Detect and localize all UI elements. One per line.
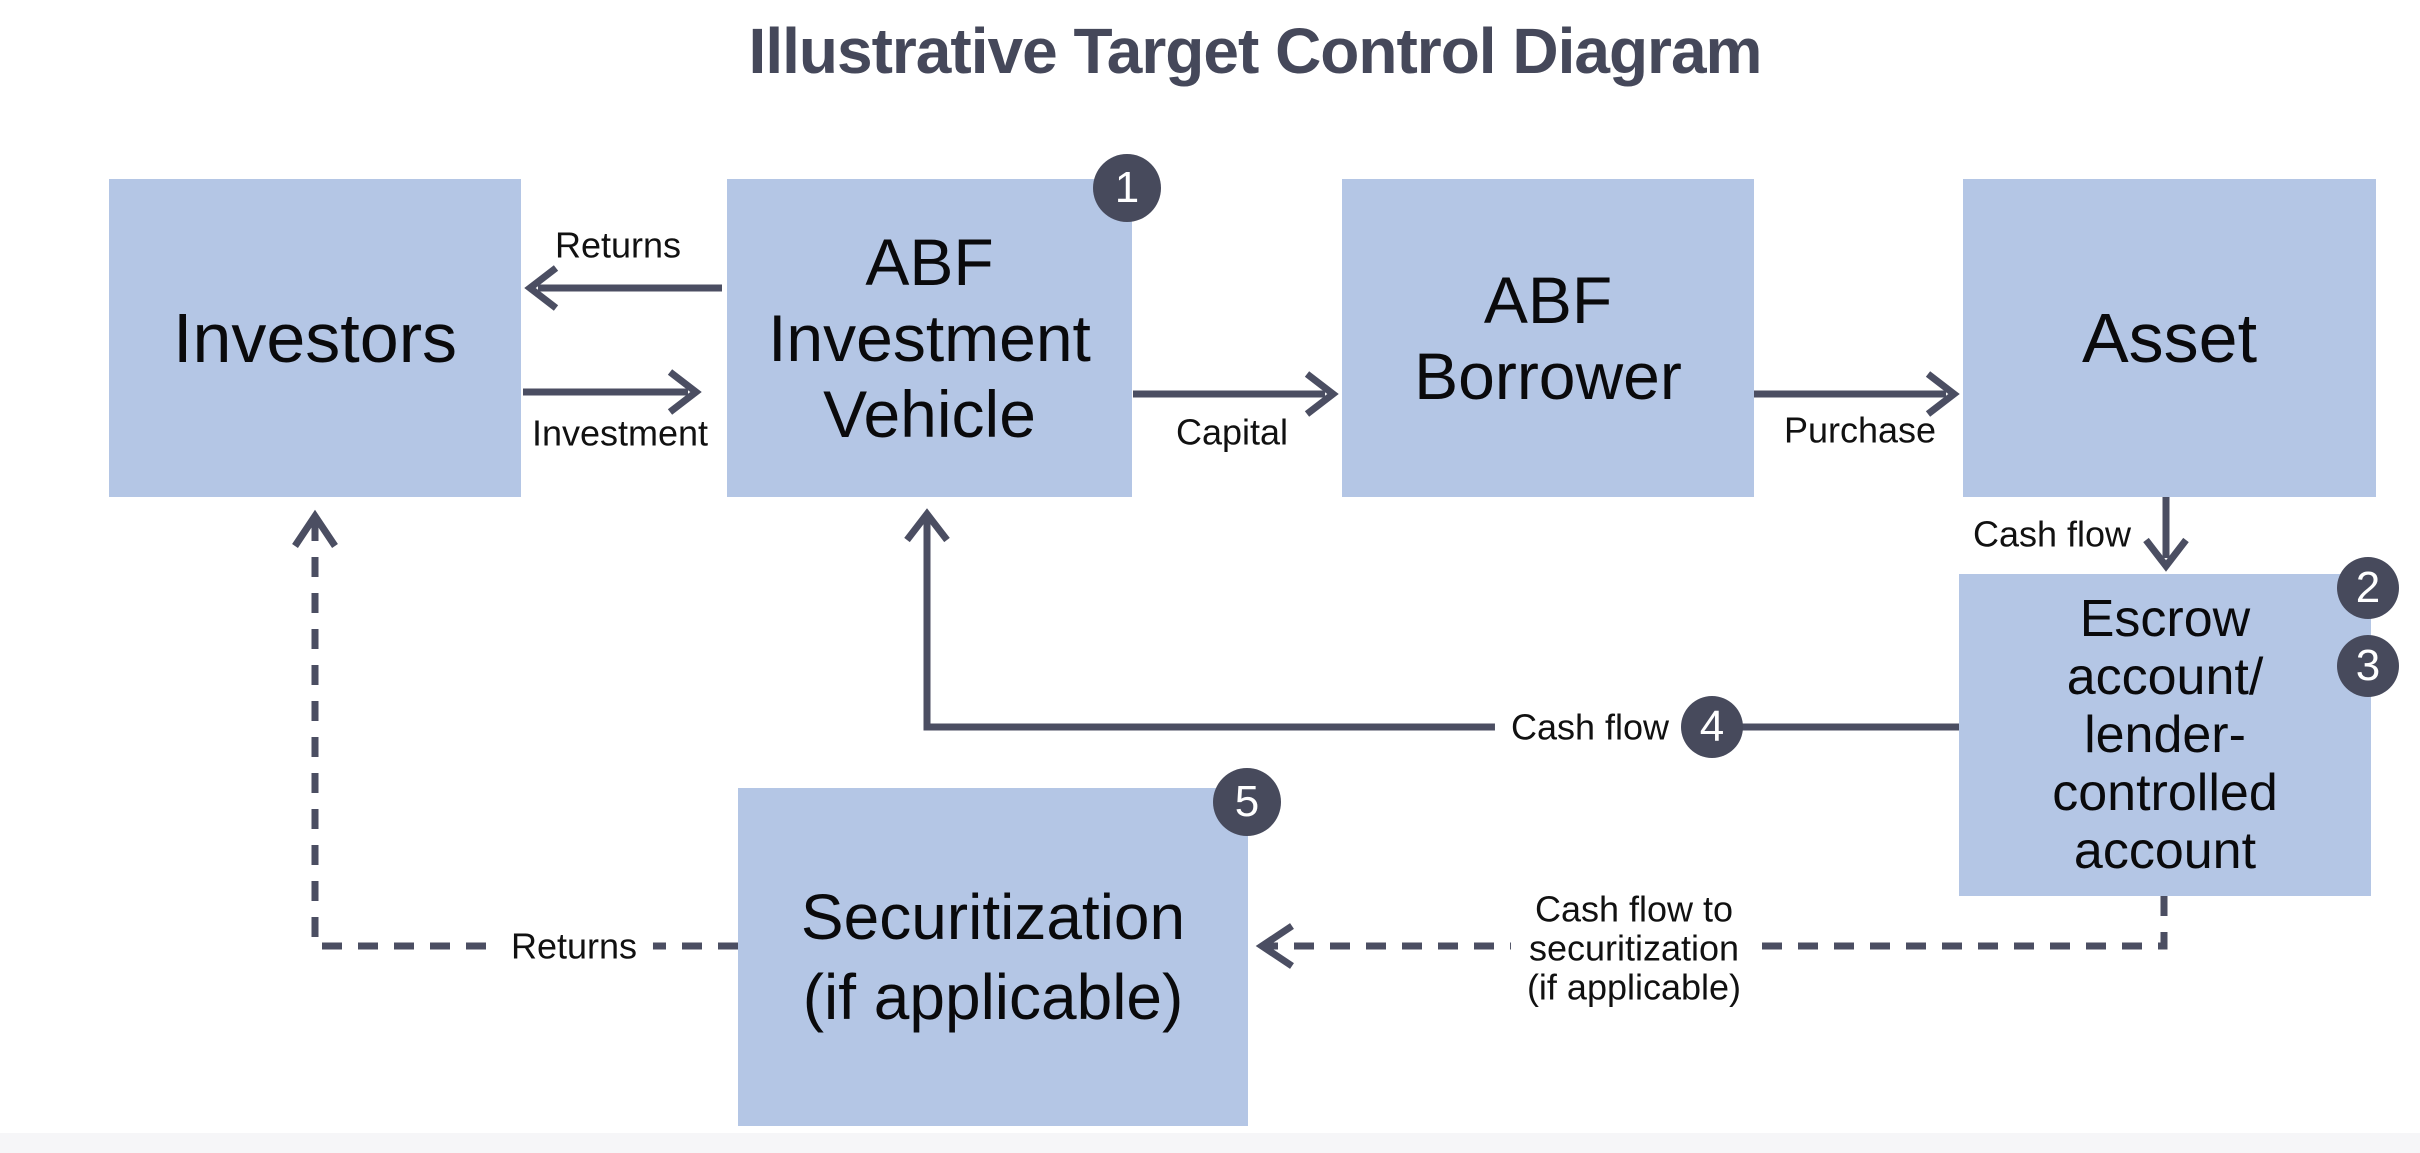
purchase-label: Purchase: [1783, 409, 1937, 451]
borrower-label-line: Borrower: [1414, 339, 1682, 413]
abf-investment-vehicle-box: ABF Investment Vehicle: [727, 179, 1132, 497]
cashflow-securitization-arrowhead: [1255, 923, 1294, 969]
returns-bottom-dashed-line: [311, 520, 738, 950]
badge-3: 3: [2337, 635, 2399, 697]
badge-5: 5: [1213, 768, 1281, 836]
cashflow-securitization-dashed-line: [1268, 896, 2168, 950]
borrower-label-line: ABF: [1483, 263, 1613, 337]
returns-bottom-label: Returns: [494, 924, 654, 968]
escrow-label-line: controlled: [2052, 764, 2278, 822]
vehicle-label-line: ABF: [865, 225, 994, 299]
escrow-label-line: Escrow: [2079, 590, 2251, 648]
escrow-label-line: lender-: [2084, 706, 2246, 764]
investment-label: Investment: [531, 412, 709, 454]
footer-strip: [0, 1133, 2420, 1153]
returns-bottom-arrowhead: [292, 509, 338, 548]
cashflow-mid-arrowhead: [904, 508, 950, 543]
asset-box: Asset: [1963, 179, 2376, 497]
cashflow-mid-line: [923, 514, 1959, 731]
cashflow-securitization-label-line: Cash flow to: [1534, 888, 1734, 930]
cashflow-down-arrowhead: [2143, 537, 2189, 572]
badge-2: 2: [2337, 557, 2399, 619]
capital-label: Capital: [1175, 411, 1289, 453]
escrow-account-box: Escrow account/ lender- controlled accou…: [1959, 574, 2371, 896]
investors-box: Investors: [109, 179, 521, 497]
securitization-box: Securitization (if applicable): [738, 788, 1248, 1126]
badge-1: 1: [1093, 154, 1161, 222]
returns-top-label: Returns: [554, 224, 682, 266]
securitization-label-line: Securitization: [800, 881, 1186, 953]
cashflow-asset-label: Cash flow: [1972, 513, 2132, 555]
cashflow-securitization-label-line: (if applicable): [1526, 966, 1742, 1008]
asset-label: Asset: [2081, 299, 2258, 377]
cashflow-mid-label: Cash flow: [1494, 705, 1686, 749]
vehicle-label-line: Vehicle: [823, 377, 1036, 451]
badge-4: 4: [1681, 696, 1743, 758]
returns-arrowhead: [524, 265, 559, 311]
vehicle-label-line: Investment: [768, 301, 1091, 375]
escrow-label-line: account: [2073, 822, 2257, 880]
escrow-label-line: account/: [2066, 648, 2264, 706]
cashflow-securitization-label: Cash flow to securitization (if applicab…: [1510, 887, 1758, 1009]
cashflow-securitization-label-line: securitization: [1528, 927, 1740, 969]
capital-arrowhead: [1304, 371, 1339, 417]
securitization-label-line: (if applicable): [802, 961, 1184, 1033]
investment-arrowhead: [667, 369, 702, 415]
abf-borrower-box: ABF Borrower: [1342, 179, 1754, 497]
purchase-arrowhead: [1925, 371, 1960, 417]
investors-label: Investors: [173, 299, 457, 377]
page-title: Illustrative Target Control Diagram: [748, 15, 1763, 87]
